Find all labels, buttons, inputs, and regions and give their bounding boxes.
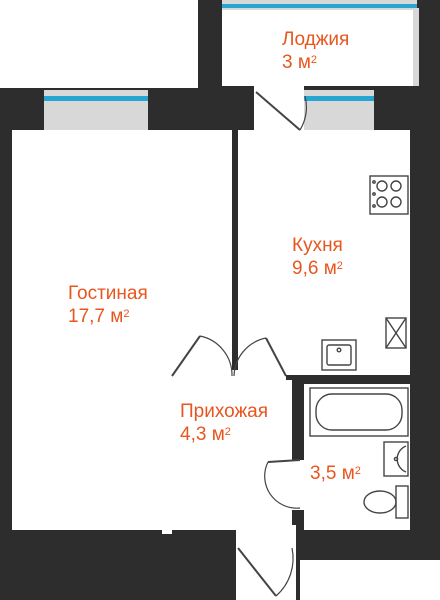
kitchen-window (304, 90, 374, 130)
washbasin-icon (383, 441, 409, 477)
stove-icon (369, 175, 409, 215)
room-label-loggia: Лоджия 3 м2 (282, 28, 349, 74)
bathtub-icon (309, 387, 409, 437)
loggia-floor (222, 8, 417, 86)
loggia-door-gap (254, 86, 304, 132)
room-name: Кухня (292, 235, 343, 256)
room-label-kitchen: Кухня 9,6 м2 (292, 234, 343, 280)
bath-door-icon (264, 459, 301, 509)
loggia-door-icon (255, 91, 308, 131)
living-door-gap-left (162, 374, 172, 534)
hallway-floor (168, 380, 292, 530)
room-name: Лоджия (282, 29, 350, 50)
kitchen-floor (238, 130, 410, 375)
room-label-bathroom: 3,5 м2 (310, 462, 361, 485)
room-area: 4,3 м2 (180, 424, 231, 445)
living-door-icon (171, 335, 233, 377)
hallway-entry-floor (236, 525, 296, 600)
room-area: 17,7 м2 (68, 306, 130, 327)
bathroom-floor (304, 384, 410, 530)
kitchen-door-icon (233, 337, 287, 377)
room-area: 9,6 м2 (292, 258, 343, 279)
room-label-living: Гостиная 17,7 м2 (68, 282, 148, 328)
bath-door-gap (292, 460, 308, 510)
living-window (44, 90, 148, 130)
sink-icon (321, 339, 357, 371)
room-name: Гостиная (68, 283, 148, 304)
room-label-hallway: Прихожая 4,3 м2 (180, 400, 268, 446)
room-area: 3,5 м2 (310, 463, 361, 484)
loggia-window (222, 0, 417, 10)
room-area: 3 м2 (282, 52, 318, 73)
loggia-side-window (413, 8, 419, 86)
entry-door-icon (237, 547, 294, 597)
kitchen-door-gap (230, 370, 286, 384)
ventilation-icon (385, 317, 407, 349)
toilet-icon (363, 485, 409, 519)
room-name: Прихожая (180, 401, 269, 422)
